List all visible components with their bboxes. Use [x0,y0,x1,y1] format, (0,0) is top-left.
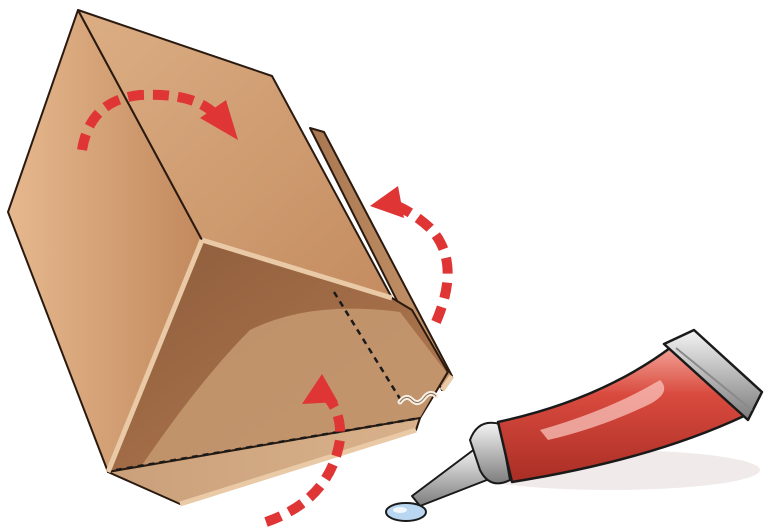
glue-drop-icon [386,503,426,521]
glue-drop-highlight [393,507,407,513]
glue-tube-icon [412,330,762,506]
fold-arrow-head-right [370,186,404,218]
glue-drop-shape [386,503,426,521]
cardboard-box [8,10,452,504]
